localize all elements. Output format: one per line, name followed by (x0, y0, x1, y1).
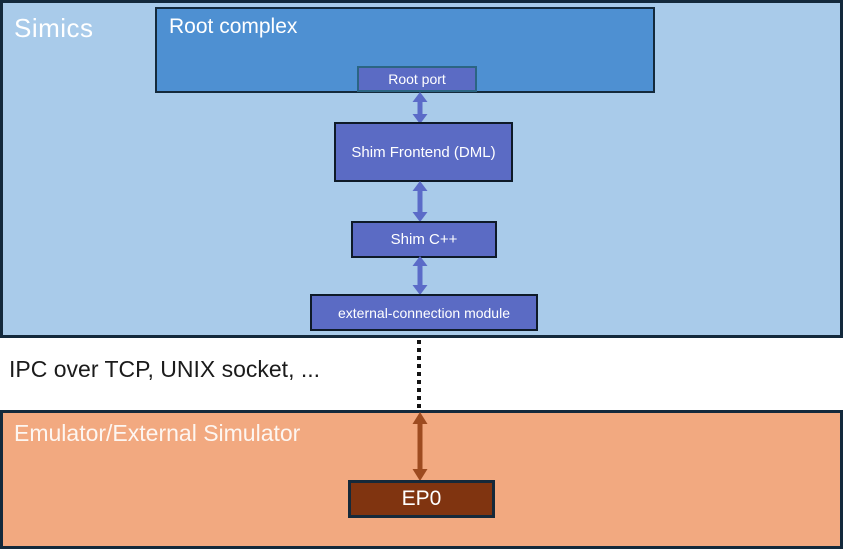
rootport-shimfrontend-double-arrow-icon (412, 92, 428, 124)
ep0-box: EP0 (348, 480, 495, 518)
shim-cpp-label: Shim C++ (390, 231, 458, 248)
shimfrontend-shimcpp-double-arrow-icon (412, 181, 428, 222)
emulator-ep0-double-arrow-icon (412, 412, 428, 481)
shimcpp-extconn-double-arrow-icon (412, 256, 428, 295)
shim-frontend-box: Shim Frontend (DML) (334, 122, 513, 182)
ep0-label: EP0 (401, 487, 442, 510)
root-port-label: Root port (388, 71, 446, 87)
shim-cpp-box: Shim C++ (351, 221, 497, 258)
simics-label: Simics (14, 13, 94, 43)
external-connection-module-box: external-connection module (310, 294, 538, 331)
ipc-dotted-connector-line (417, 340, 421, 409)
shim-frontend-label: Shim Frontend (DML) (351, 143, 496, 161)
root-complex-label: Root complex (169, 15, 298, 38)
root-port-box: Root port (357, 66, 477, 92)
emulator-label: Emulator/External Simulator (14, 420, 301, 446)
external-connection-module-label: external-connection module (338, 304, 510, 321)
ipc-caption: IPC over TCP, UNIX socket, ... (9, 356, 321, 382)
